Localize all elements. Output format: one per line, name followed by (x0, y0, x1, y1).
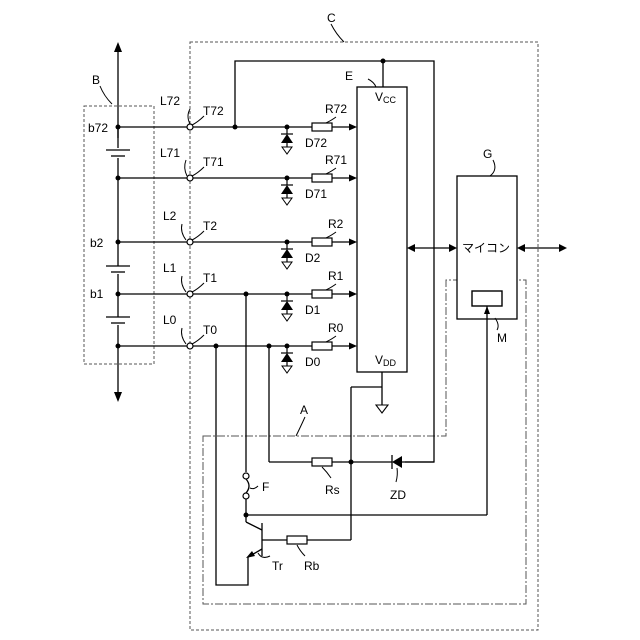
label-b2: b2 (90, 236, 104, 250)
label-B: B (92, 73, 100, 87)
label-A: A (300, 403, 308, 417)
label-D2: D2 (305, 251, 321, 265)
battery-cell-b72 (106, 150, 130, 156)
label-L0: L0 (163, 313, 177, 327)
module-M (472, 291, 502, 306)
label-T0: T0 (203, 323, 217, 337)
block-B-boundary (84, 106, 154, 364)
label-T71: T71 (203, 155, 224, 169)
label-D1: D1 (305, 303, 321, 317)
channel-71 (193, 174, 357, 182)
bus-arrow-G-external (517, 244, 567, 252)
label-G: G (483, 147, 492, 161)
label-D71: D71 (305, 187, 327, 201)
zener-diode-ZD (392, 455, 434, 469)
resistor-R2 (312, 238, 332, 246)
label-R1: R1 (328, 269, 344, 283)
diode-D1 (281, 294, 293, 321)
label-micom: マイコン (462, 241, 510, 255)
battery-cell-b2 (106, 266, 130, 272)
resistor-Rs (312, 458, 332, 466)
channel-72 (193, 123, 357, 131)
line-L71 (116, 176, 188, 181)
resistor-R0 (312, 342, 332, 350)
label-F: F (262, 480, 269, 494)
label-L2: L2 (163, 209, 177, 223)
label-ZD: ZD (390, 488, 406, 502)
label-Tr: Tr (272, 559, 283, 573)
channel-1 (193, 290, 357, 298)
label-R2: R2 (328, 217, 344, 231)
arrow-down (114, 392, 122, 402)
label-b1: b1 (90, 287, 104, 301)
transistor-Tr (246, 522, 287, 558)
diode-D2 (281, 242, 293, 269)
bus-arrow-E-G (407, 244, 457, 252)
label-M: M (497, 331, 507, 345)
arrow-up (114, 42, 122, 52)
channel-2 (193, 238, 357, 246)
ic-E (357, 87, 407, 372)
resistor-R1 (312, 290, 332, 298)
diode-D0 (281, 346, 293, 373)
label-L72: L72 (160, 94, 180, 108)
resistor-Rb (287, 536, 307, 544)
line-L2 (116, 240, 188, 245)
fuse-F (243, 473, 249, 499)
line-L1 (116, 292, 188, 297)
label-T1: T1 (203, 271, 217, 285)
label-D0: D0 (305, 355, 321, 369)
label-R0: R0 (328, 321, 344, 335)
label-R72: R72 (325, 102, 347, 116)
label-D72: D72 (305, 136, 327, 150)
resistor-R72 (312, 123, 332, 131)
diode-group (281, 127, 293, 373)
line-L0 (116, 344, 188, 349)
label-Rb: Rb (304, 559, 320, 573)
label-L1: L1 (163, 261, 177, 275)
ground-symbol-E (376, 405, 388, 413)
label-Rs: Rs (325, 483, 340, 497)
label-L71: L71 (160, 146, 180, 160)
battery-cell-b1 (106, 317, 130, 323)
label-T2: T2 (203, 219, 217, 233)
label-R71: R71 (325, 153, 347, 167)
line-L72 (116, 125, 188, 130)
label-E: E (345, 69, 353, 83)
diode-D72 (281, 127, 293, 154)
channel-0 (193, 342, 357, 350)
label-C: C (327, 11, 336, 25)
resistor-R71 (312, 174, 332, 182)
label-T72: T72 (203, 104, 224, 118)
label-b72: b72 (88, 121, 108, 135)
diode-D71 (281, 178, 293, 205)
